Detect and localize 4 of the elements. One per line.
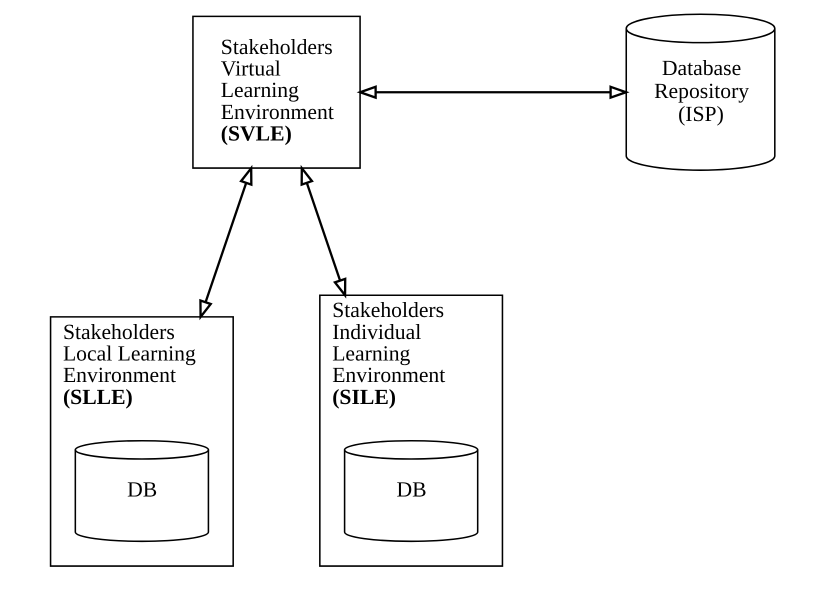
arrow	[199, 164, 252, 320]
node-box: Stakeholders Virtual Learning Environment (SVLE)	[192, 16, 361, 169]
arrow	[356, 85, 630, 100]
arrow	[300, 164, 346, 299]
